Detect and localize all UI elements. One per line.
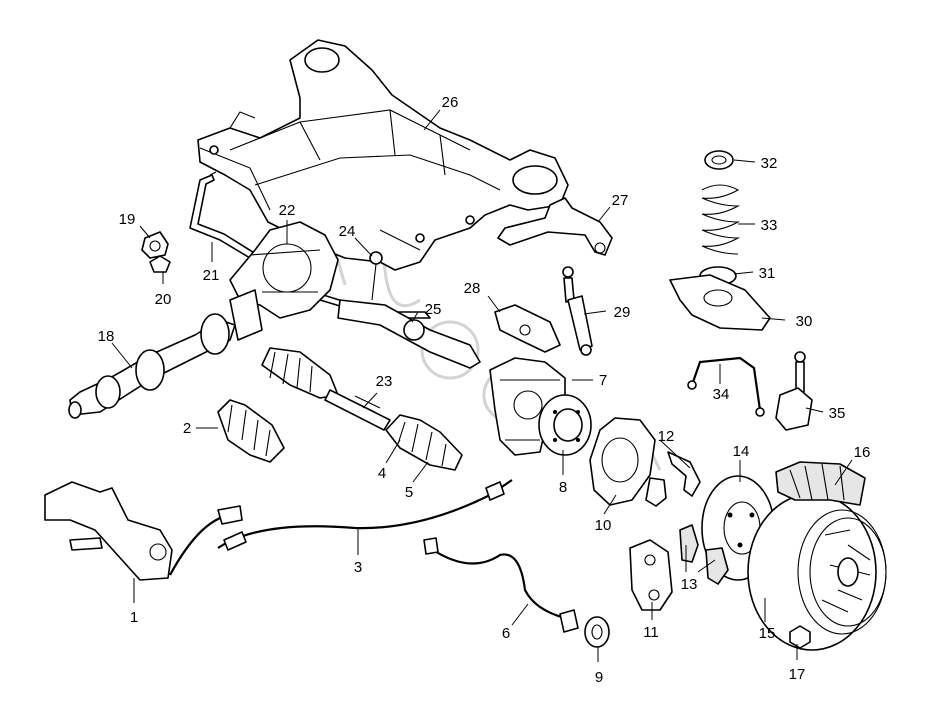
road-wheel bbox=[747, 461, 887, 651]
callout-2: 2 bbox=[183, 420, 191, 437]
callout-9: 9 bbox=[595, 669, 603, 686]
callout-6: 6 bbox=[502, 625, 510, 642]
brake-hose bbox=[687, 356, 765, 417]
callout-19: 19 bbox=[119, 211, 136, 228]
anti-roll-bar-link bbox=[775, 351, 813, 431]
callout-24: 24 bbox=[339, 223, 356, 240]
callout-26: 26 bbox=[442, 94, 459, 111]
oil-seal bbox=[584, 616, 610, 648]
callout-16: 16 bbox=[854, 444, 871, 461]
upper-wishbone bbox=[497, 197, 613, 256]
callout-18: 18 bbox=[98, 328, 115, 345]
callout-23: 23 bbox=[376, 373, 393, 390]
suspension-links bbox=[337, 251, 481, 369]
callout-4: 4 bbox=[378, 465, 386, 482]
callout-11: 11 bbox=[643, 624, 659, 641]
callout-15: 15 bbox=[759, 625, 776, 642]
callout-29: 29 bbox=[614, 304, 631, 321]
callout-31: 31 bbox=[759, 265, 776, 282]
callout-5: 5 bbox=[405, 484, 413, 501]
anti-roll-bar-bushing bbox=[141, 231, 171, 273]
callout-35: 35 bbox=[829, 405, 846, 422]
propeller-shaft bbox=[68, 289, 263, 419]
wheel-hub bbox=[538, 394, 592, 456]
callout-14: 14 bbox=[733, 443, 750, 460]
callout-10: 10 bbox=[595, 517, 612, 534]
parking-brake-shoes bbox=[645, 451, 701, 507]
shock-absorber bbox=[562, 266, 593, 356]
callout-1: 1 bbox=[130, 609, 138, 626]
callout-3: 3 bbox=[354, 559, 362, 576]
upper-control-arm bbox=[494, 304, 561, 353]
callout-30: 30 bbox=[796, 313, 813, 330]
callout-32: 32 bbox=[761, 155, 778, 172]
callout-28: 28 bbox=[464, 280, 481, 297]
callout-7: 7 bbox=[599, 372, 607, 389]
callout-21: 21 bbox=[203, 267, 220, 284]
callout-12: 12 bbox=[658, 428, 675, 445]
abs-sensor-lead bbox=[423, 537, 579, 633]
wheel-bolt bbox=[789, 625, 811, 649]
brake-pads bbox=[679, 524, 729, 585]
callout-labels: 1 2 3 4 5 6 7 8 9 10 11 12 13 14 15 16 1… bbox=[98, 94, 871, 686]
drive-shaft bbox=[217, 347, 463, 471]
callout-33: 33 bbox=[761, 217, 778, 234]
callout-17: 17 bbox=[789, 666, 806, 683]
rear-mounting-bracket bbox=[44, 481, 173, 581]
callout-25: 25 bbox=[425, 301, 442, 318]
callout-20: 20 bbox=[155, 291, 172, 308]
callout-34: 34 bbox=[713, 386, 730, 403]
parking-brake-cable bbox=[169, 479, 513, 576]
rear-subframe bbox=[197, 39, 569, 271]
coil-spring-assembly bbox=[669, 150, 771, 331]
callout-22: 22 bbox=[279, 202, 296, 219]
callout-13: 13 bbox=[681, 576, 698, 593]
leader-lines bbox=[111, 109, 853, 662]
brake-backing-plate bbox=[589, 417, 656, 506]
brake-caliper-carrier bbox=[629, 539, 673, 611]
callout-8: 8 bbox=[559, 479, 567, 496]
callout-27: 27 bbox=[612, 192, 629, 209]
